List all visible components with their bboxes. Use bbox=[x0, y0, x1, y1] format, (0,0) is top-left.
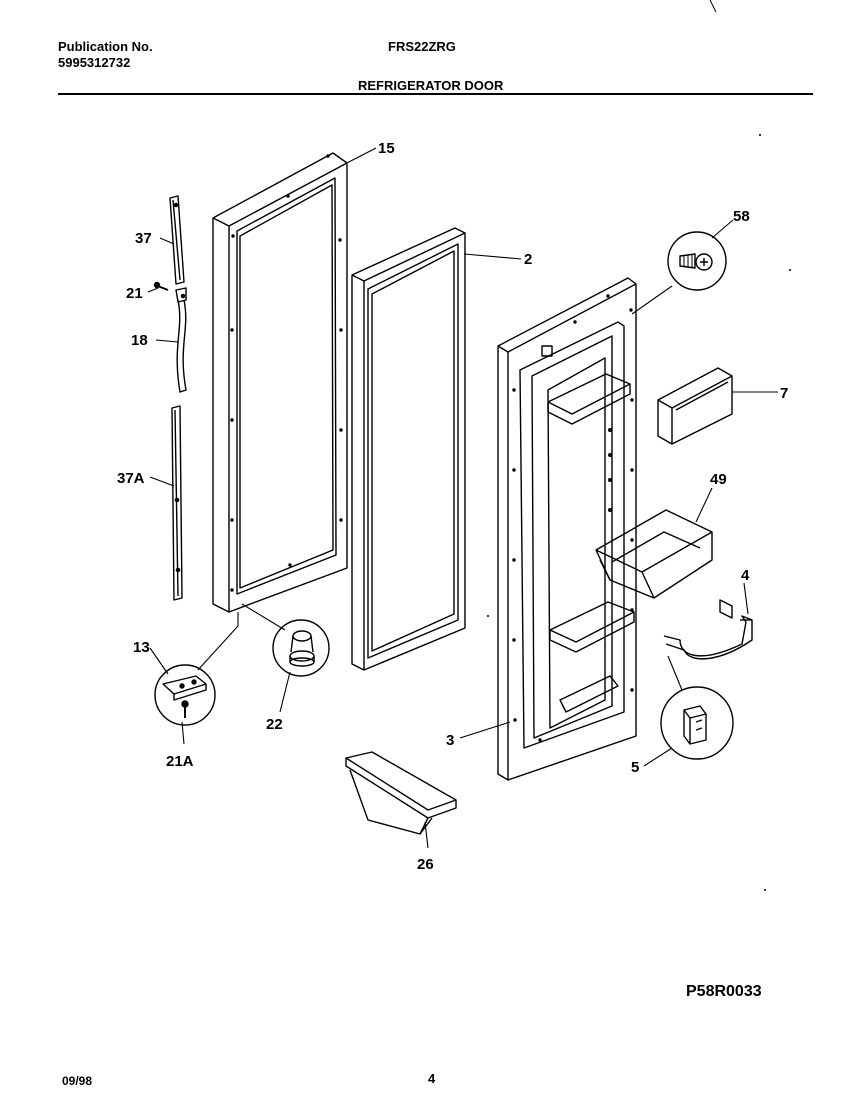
drawing-code: P58R0033 bbox=[686, 983, 762, 1000]
header-rule bbox=[58, 93, 813, 95]
inner-door-liner-part bbox=[497, 277, 637, 781]
publication-number: 5995312732 bbox=[58, 55, 131, 70]
callout-2: 2 bbox=[524, 251, 532, 268]
dairy-door-part bbox=[657, 367, 733, 445]
callout-leaders bbox=[147, 147, 778, 849]
callout-49: 49 bbox=[710, 471, 727, 488]
upper-trim-strip-part bbox=[169, 195, 185, 285]
retainer-bar-part bbox=[663, 599, 753, 660]
publication-label: Publication No. bbox=[58, 39, 153, 54]
door-bin-part bbox=[595, 509, 713, 599]
lower-bin-part bbox=[345, 751, 457, 835]
callout-3: 3 bbox=[446, 732, 454, 749]
callout-37: 37 bbox=[135, 230, 152, 247]
model-number: FRS22ZRG bbox=[388, 39, 456, 54]
screw-21-part bbox=[153, 281, 169, 291]
callout-37a: 37A bbox=[117, 470, 145, 487]
callout-21a: 21A bbox=[166, 753, 194, 770]
hinge-bracket-detail bbox=[154, 664, 216, 726]
revision-date: 09/98 bbox=[62, 1074, 93, 1088]
callout-58: 58 bbox=[733, 208, 750, 225]
callout-18: 18 bbox=[131, 332, 148, 349]
lower-trim-strip-part bbox=[171, 405, 183, 601]
door-gasket-part bbox=[351, 227, 466, 671]
page-number: 4 bbox=[428, 1071, 436, 1086]
callout-15: 15 bbox=[378, 140, 395, 157]
door-handle-part bbox=[175, 287, 187, 393]
door-frame-part bbox=[212, 152, 348, 613]
callout-21: 21 bbox=[126, 285, 143, 302]
callout-5: 5 bbox=[631, 759, 639, 776]
section-title: REFRIGERATOR DOOR bbox=[358, 78, 504, 93]
screw-58-detail bbox=[667, 231, 727, 291]
callout-13: 13 bbox=[133, 639, 150, 656]
callout-7: 7 bbox=[780, 385, 788, 402]
bushing-detail bbox=[272, 619, 330, 677]
screw-21a-part bbox=[181, 700, 189, 718]
callout-22: 22 bbox=[266, 716, 283, 733]
retainer-clip-detail bbox=[660, 686, 734, 760]
callout-4: 4 bbox=[741, 567, 750, 584]
callout-26: 26 bbox=[417, 856, 434, 873]
